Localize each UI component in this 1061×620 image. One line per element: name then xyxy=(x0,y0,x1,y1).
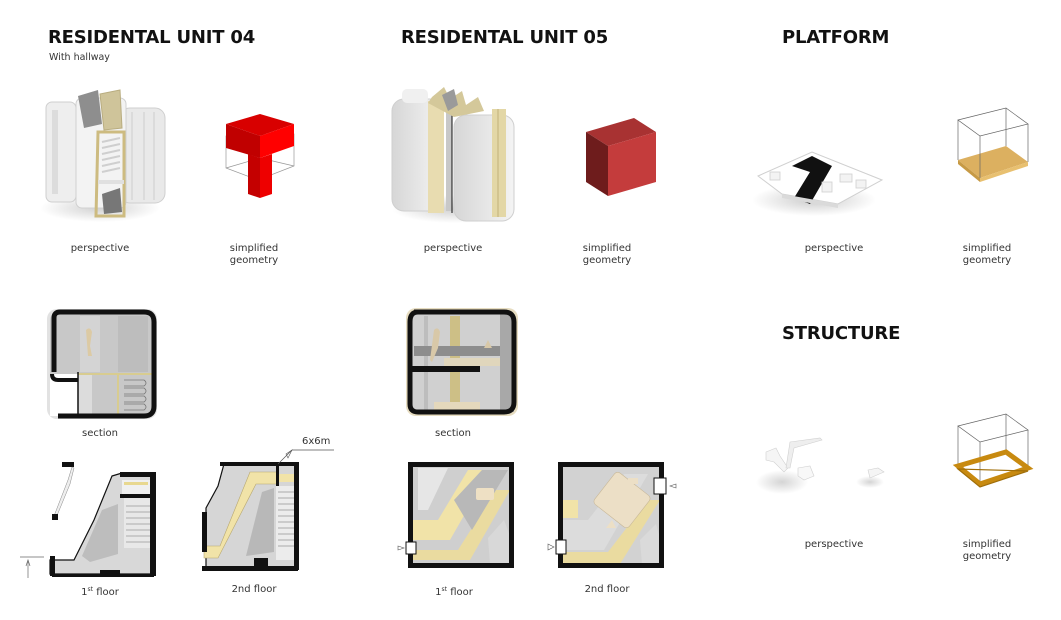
unit05-floor2-plan xyxy=(547,460,682,572)
unit05-title: RESIDENTAL UNIT 05 xyxy=(401,27,609,48)
unit04-floor2-plan xyxy=(200,462,300,572)
unit05-perspective-caption: perspective xyxy=(423,243,483,254)
unit04-floor1-caption: 1st floor xyxy=(70,584,130,599)
unit04-simplified-caption: simplified geometry xyxy=(222,243,286,266)
structure-perspective-caption: perspective xyxy=(804,539,864,550)
caption-num: 1 xyxy=(81,587,88,598)
structure-perspective-render xyxy=(752,437,902,500)
unit04-dimension-label: 6x6m xyxy=(302,436,331,447)
structure-simplified-caption: simplified geometry xyxy=(955,539,1019,562)
caption-num: 1 xyxy=(435,587,442,598)
platform-simplified-geometry xyxy=(954,106,1032,188)
caption-word: floor xyxy=(93,587,119,598)
unit05-perspective-render xyxy=(388,85,523,225)
unit05-simplified-geometry xyxy=(584,116,660,198)
structure-simplified-geometry xyxy=(952,410,1034,492)
unit04-simplified-geometry xyxy=(224,110,300,200)
caption-sup: st xyxy=(441,586,448,593)
unit04-perspective-caption: perspective xyxy=(70,243,130,254)
platform-perspective-render xyxy=(752,150,892,220)
platform-title: PLATFORM xyxy=(782,27,890,48)
caption-line: geometry xyxy=(582,254,632,266)
unit04-subtitle: With hallway xyxy=(49,52,110,63)
unit05-floor1-plan xyxy=(397,460,518,572)
unit04-perspective-render xyxy=(40,88,170,223)
unit05-simplified-caption: simplified geometry xyxy=(575,243,639,266)
unit04-section-caption: section xyxy=(81,428,118,439)
unit05-section-caption: section xyxy=(434,428,471,439)
caption-sup: st xyxy=(87,586,94,593)
caption-line: simplified xyxy=(962,539,1012,550)
structure-title: STRUCTURE xyxy=(782,323,901,344)
unit05-floor1-caption: 1st floor xyxy=(424,584,484,599)
unit04-floor2-caption: 2nd floor xyxy=(231,584,277,595)
unit05-floor2-caption: 2nd floor xyxy=(584,584,630,595)
caption-line: simplified xyxy=(962,243,1012,254)
caption-line: simplified xyxy=(582,243,632,254)
caption-word: floor xyxy=(447,587,473,598)
unit04-floor1-plan xyxy=(14,458,159,578)
caption-line: geometry xyxy=(962,254,1012,266)
platform-simplified-caption: simplified geometry xyxy=(955,243,1019,266)
caption-line: geometry xyxy=(229,254,279,266)
unit05-section-drawing xyxy=(404,306,520,418)
caption-line: geometry xyxy=(962,550,1012,562)
unit04-section-drawing xyxy=(46,308,158,420)
unit04-title: RESIDENTAL UNIT 04 xyxy=(48,27,256,48)
caption-line: simplified xyxy=(229,243,279,254)
dimension-annotation xyxy=(276,436,336,466)
platform-perspective-caption: perspective xyxy=(804,243,864,254)
